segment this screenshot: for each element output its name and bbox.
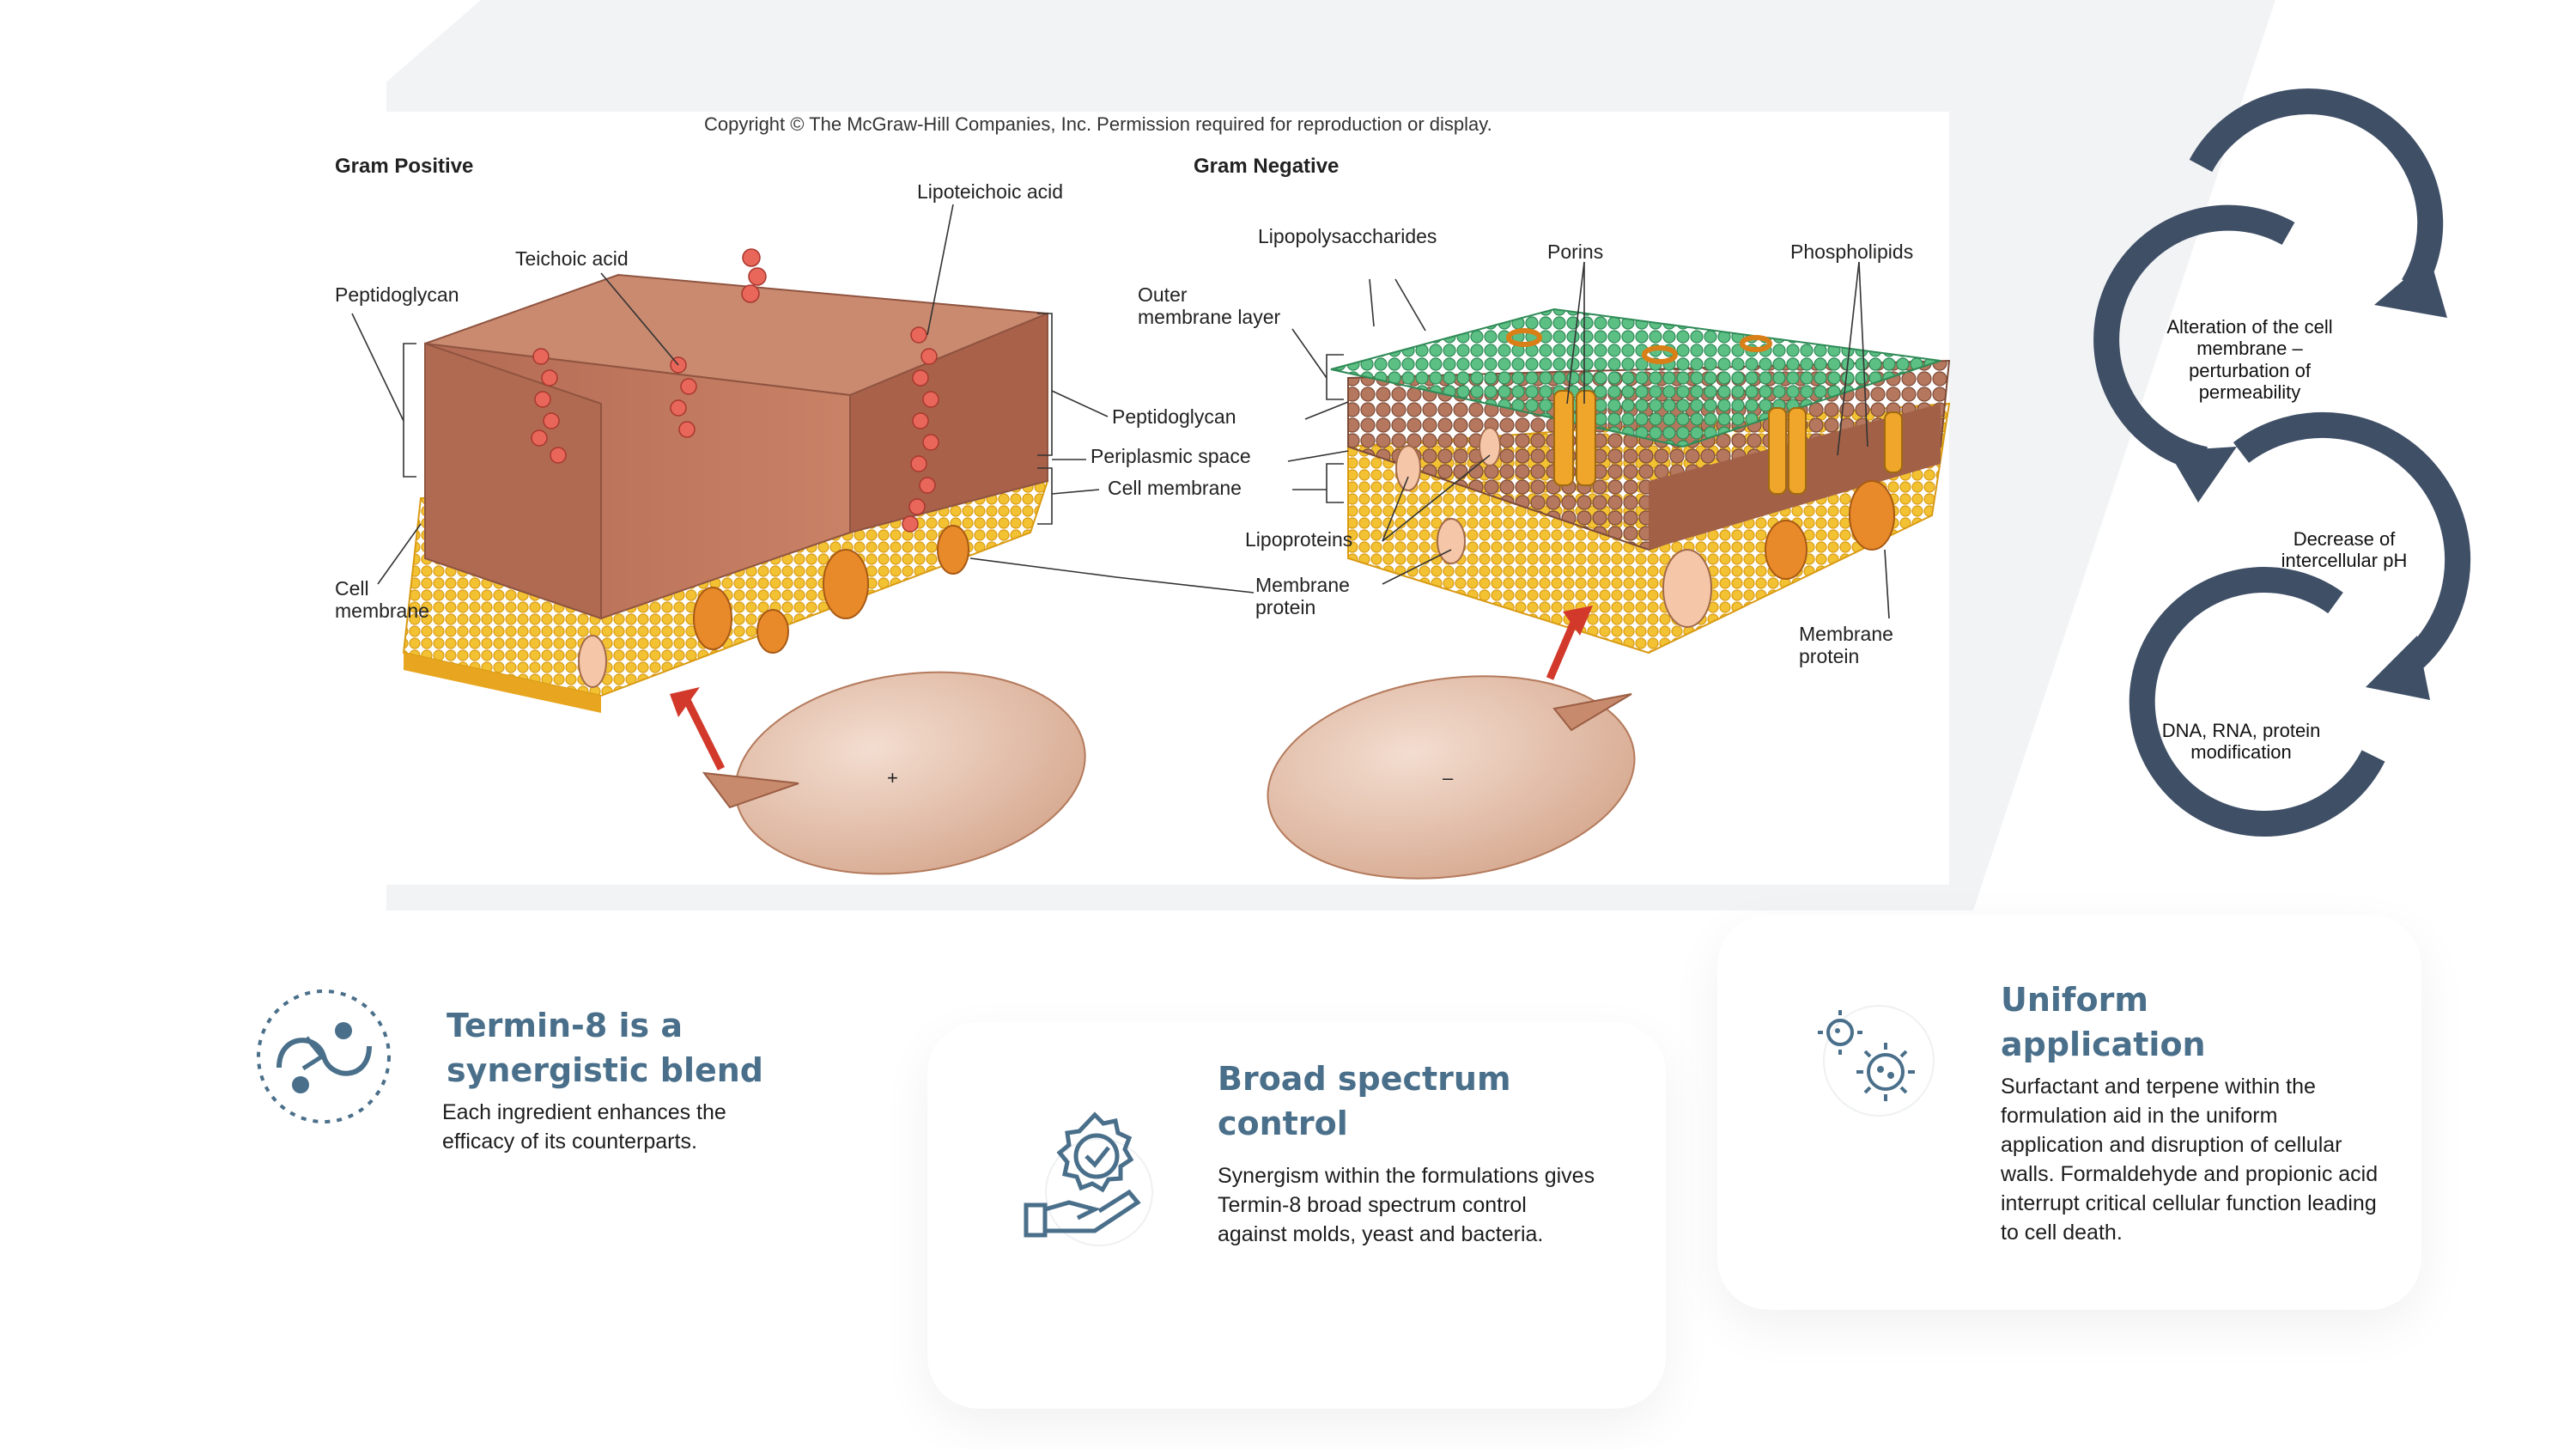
virus-cells-icon — [1810, 996, 1939, 1125]
gram-negative-heading: Gram Negative — [1194, 155, 1340, 178]
cycle-arrowhead-2 — [2168, 447, 2237, 502]
label-membrane-protein-right: Membrane protein — [1799, 623, 1893, 668]
label-cell-membrane-positive: Cell membrane — [335, 577, 429, 623]
feature-3-body: Surfactant and terpene within the formul… — [2001, 1075, 2379, 1245]
label-porins: Porins — [1547, 240, 1604, 263]
label-peptidoglycan-negative: Peptidoglycan — [1112, 405, 1236, 428]
label-lipoproteins: Lipoproteins — [1245, 528, 1353, 551]
label-outer-membrane-layer: Outer membrane layer — [1138, 283, 1281, 329]
cycle-arc-4 — [2129, 567, 2385, 837]
cycle-arc-1 — [2189, 88, 2444, 293]
feature-2-body: Synergism within the formulations gives … — [1218, 1164, 1595, 1246]
gram-positive-structure — [351, 204, 1109, 875]
feature-1-body: Each ingredient enhances the efficacy of… — [442, 1100, 726, 1154]
gram-negative-structure — [969, 261, 1951, 880]
gram-positive-cell-sign: + — [887, 767, 898, 788]
label-lipoteichoic-acid: Lipoteichoic acid — [917, 180, 1064, 203]
label-cell-membrane-negative: Cell membrane — [1108, 477, 1242, 499]
label-phospholipids: Phospholipids — [1790, 240, 1914, 263]
cycle-arrowhead-3 — [2366, 636, 2430, 700]
label-membrane-protein-middle: Membrane protein — [1255, 574, 1350, 619]
badge-check-hand-icon — [1018, 1106, 1163, 1252]
cycle-arrowhead-1 — [2374, 258, 2447, 318]
gram-positive-heading: Gram Positive — [335, 155, 474, 178]
cycle-arc-3 — [2233, 412, 2470, 678]
copyright-notice: Copyright © The McGraw-Hill Companies, I… — [704, 113, 1492, 135]
cycle-step-1: Alteration of the cell membrane – pertur… — [2166, 316, 2333, 403]
feature-2-title: Broad spectrum control — [1218, 1060, 1511, 1142]
feature-3-title: Uniform application — [2001, 981, 2206, 1063]
label-peptidoglycan-positive: Peptidoglycan — [335, 283, 459, 306]
label-periplasmic-space: Periplasmic space — [1091, 445, 1251, 467]
label-teichoic-acid: Teichoic acid — [515, 247, 629, 270]
cycle-step-2: Decrease of intercellular pH — [2281, 528, 2408, 572]
cycle-arc-2 — [2093, 204, 2295, 472]
card-uniform-application — [1717, 915, 2421, 1310]
gram-negative-cell-sign: – — [1443, 767, 1454, 788]
label-lipopolysaccharides: Lipopolysaccharides — [1258, 225, 1437, 247]
feature-1-title: Termin-8 is a synergistic blend — [447, 1007, 763, 1089]
cycle-step-3: DNA, RNA, protein modification — [2161, 720, 2321, 764]
synergy-arrows-icon — [253, 986, 395, 1128]
